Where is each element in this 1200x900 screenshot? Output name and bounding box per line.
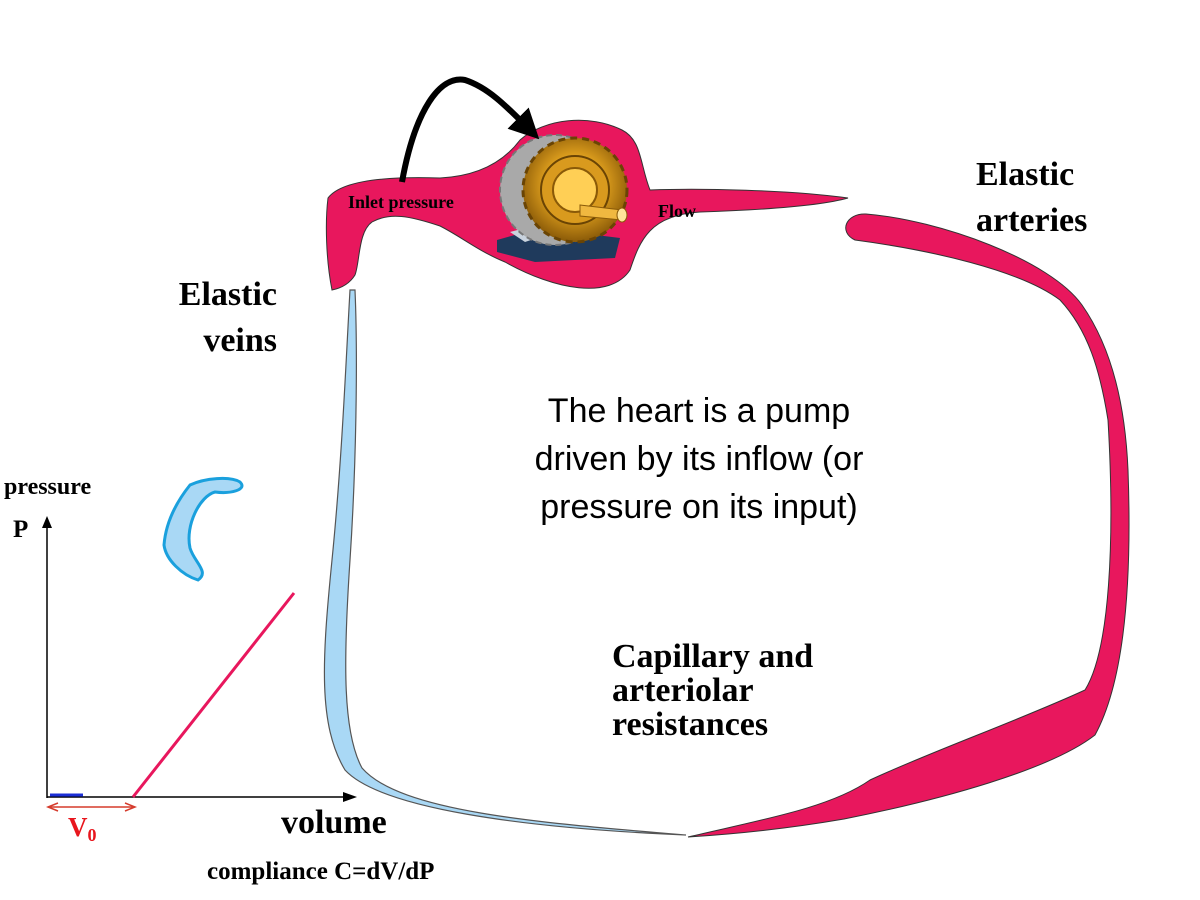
- pump-motor-icon: [497, 134, 629, 262]
- label-heart-description: The heart is a pump driven by its inflow…: [534, 392, 864, 526]
- label-capillary-resistances: Capillary and arteriolar resistances: [612, 638, 814, 743]
- label-flow: Flow: [658, 201, 696, 221]
- feedback-arrow: [399, 76, 540, 183]
- label-inlet-pressure: Inlet pressure: [348, 192, 454, 212]
- compliance-caption: compliance C=dV/dP: [207, 858, 435, 885]
- graph-y-title: pressure: [4, 474, 92, 500]
- artery-vessel: [687, 213, 1130, 838]
- graph-y-symbol: P: [13, 516, 29, 543]
- graph-v0-label: V0: [68, 812, 97, 846]
- v0-subscript: 0: [87, 825, 97, 845]
- vessel-segment-icon: [162, 476, 244, 582]
- graph-x-title: volume: [281, 804, 387, 841]
- label-elastic-arteries: Elastic arteries: [976, 156, 1088, 239]
- graph-x-arrowhead: [343, 792, 357, 802]
- compliance-line: [131, 592, 296, 798]
- label-elastic-veins: Elastic veins: [178, 276, 277, 359]
- graph-y-arrowhead: [42, 516, 52, 528]
- vein-vessel: [323, 289, 687, 836]
- v0-symbol: V: [68, 812, 88, 842]
